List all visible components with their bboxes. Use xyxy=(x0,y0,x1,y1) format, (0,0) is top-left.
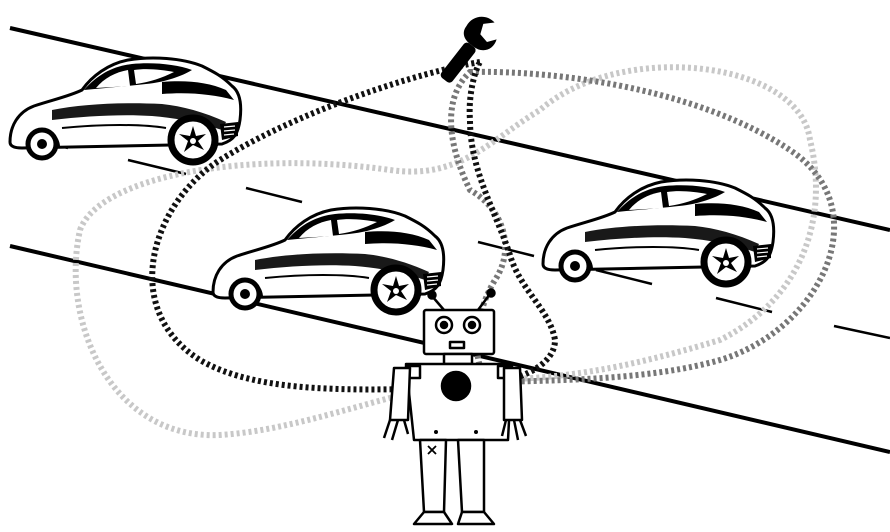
car-1 xyxy=(10,58,241,162)
car-2 xyxy=(213,208,444,312)
robot-leg-right xyxy=(458,440,484,512)
robot-chest-light xyxy=(442,372,470,400)
robot-arm-right xyxy=(504,368,522,420)
robot xyxy=(384,290,526,525)
wrench-icon xyxy=(432,10,505,91)
robot-mouth xyxy=(450,342,464,348)
car-3 xyxy=(543,180,774,284)
robot-foot-left xyxy=(414,512,452,524)
robot-foot-right xyxy=(458,512,494,524)
robot-arm-left xyxy=(390,368,410,420)
